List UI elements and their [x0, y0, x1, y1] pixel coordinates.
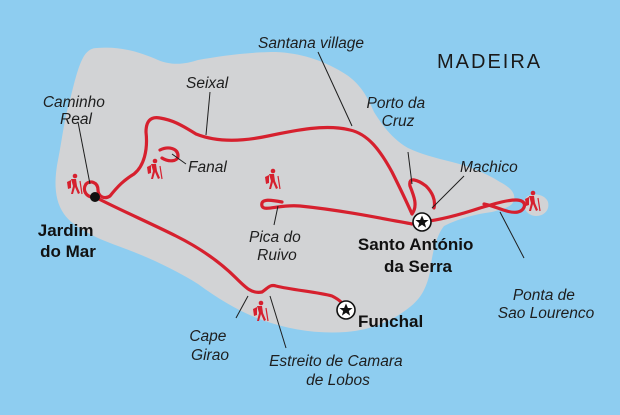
label-santana: Santana village [258, 35, 364, 52]
label-seixal: Seixal [186, 75, 229, 92]
label-santo-antonio: Santo António da Serra [358, 235, 478, 276]
leader-pico [273, 205, 279, 226]
star-marker-icon [336, 300, 356, 320]
leader-fanal [171, 153, 187, 165]
label-ponta-de-sao-lourenco: Ponta de Sao Lourenco [498, 287, 595, 322]
label-porto-da-cruz: Porto da Cruz [367, 95, 430, 130]
dot-marker-icon [90, 192, 100, 202]
leader-seixal [205, 91, 211, 136]
label-estreito-de-camara-de-lobos: Estreito de Camara de Lobos [269, 353, 407, 389]
leader-santana [317, 51, 353, 127]
label-jardim-do-mar: Jardim do Mar [38, 221, 98, 261]
route-loop-pico [260, 198, 414, 226]
leader-porto [407, 151, 413, 185]
leader-machico [431, 175, 465, 209]
label-pico-do-ruivo: Pica do Ruivo [249, 229, 305, 264]
leader-ponta [499, 211, 525, 259]
label-fanal: Fanal [188, 159, 227, 176]
label-funchal: Funchal [358, 312, 423, 331]
route-loop-fanal [158, 146, 180, 163]
tour-route [82, 116, 527, 312]
leader-estreito [269, 295, 287, 349]
map-title: MADEIRA [437, 51, 542, 73]
leader-cape-girao [235, 295, 249, 319]
madeira-island [55, 47, 515, 333]
label-cape-girao: Cape Girao [189, 328, 230, 364]
star-marker-icon [412, 212, 432, 232]
label-machico: Machico [460, 159, 518, 176]
leader-caminho-real [77, 121, 91, 185]
label-caminho-real: Caminho Real [43, 94, 109, 128]
